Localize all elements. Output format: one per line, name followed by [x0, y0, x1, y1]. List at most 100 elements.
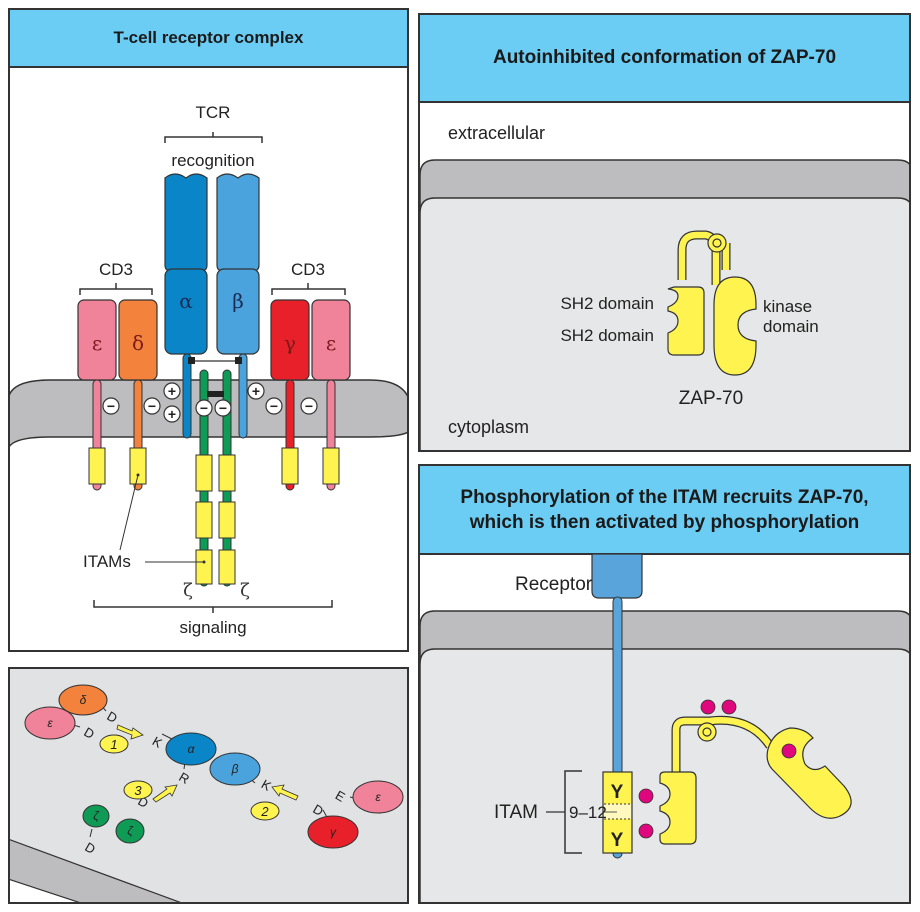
epsilon-right-symbol: ε [326, 331, 336, 355]
residue-e: E [333, 787, 348, 804]
tcr-complex-title: T-cell receptor complex [10, 10, 407, 68]
delta-symbol: δ [132, 331, 144, 355]
zeta-node [82, 804, 110, 828]
delta-node-symbol: δ [80, 693, 87, 707]
itams-label: ITAMs [83, 552, 131, 571]
itam [322, 447, 340, 485]
phosphate-icon [781, 743, 797, 759]
beta-node [209, 752, 261, 786]
beta-tm [238, 353, 248, 439]
itam [218, 549, 236, 585]
beta-constant-domain [216, 268, 260, 355]
sh2-domain-label-2: SH2 domain [560, 326, 654, 345]
membrane-interaction-panel: δ ε α β ε γ ζ ζ D D K R K E D D D [8, 667, 409, 904]
residue-d: D [310, 801, 326, 819]
sh2-domains [667, 286, 705, 356]
tcr-bracket [164, 132, 263, 143]
alpha-symbol: α [179, 289, 193, 313]
gamma-node [307, 815, 359, 849]
cd3-left-bracket [79, 283, 153, 295]
alpha-node-symbol: α [188, 742, 196, 756]
kinase-domain [713, 276, 757, 376]
zap70-label: ZAP-70 [679, 388, 743, 409]
epsilon-left-node [24, 706, 76, 740]
cd3-left-label: CD3 [99, 260, 133, 279]
itam [281, 447, 299, 485]
itam [195, 454, 213, 492]
charges [102, 382, 318, 423]
residue-k: K [150, 733, 165, 750]
minus-charge: − [219, 400, 227, 416]
signaling-label: signaling [179, 618, 246, 637]
plus-charge: + [252, 383, 260, 399]
beta-node-symbol: β [231, 762, 239, 776]
step-3-badge [123, 780, 153, 800]
step-1-label: 1 [110, 737, 117, 752]
tcr-complex-diagram: TCR recognition CD3 CD3 α β [10, 103, 407, 637]
zeta-right-label: ζ [240, 580, 250, 601]
delta-node [58, 684, 108, 716]
minus-charge: − [305, 398, 313, 414]
step-2-badge [250, 801, 280, 821]
kinase-label-1: kinase [763, 297, 812, 316]
step-2-label: 2 [260, 804, 269, 819]
minus-charge: − [200, 400, 208, 416]
gamma-node-symbol: γ [330, 825, 337, 839]
phosphate-icon [700, 699, 716, 715]
zeta-node [115, 818, 145, 844]
cd3-right-bracket [271, 283, 346, 295]
phosphate-icon [638, 823, 654, 839]
residue-d: D [81, 724, 97, 742]
minus-charge: − [148, 398, 156, 414]
beta-symbol: β [232, 289, 244, 313]
epsilon-left-symbol: ε [92, 331, 102, 355]
itam-label: ITAM [494, 802, 538, 823]
tyrosine-1: Y [611, 782, 624, 803]
phosphate-icon [638, 788, 654, 804]
interaction-diagram: δ ε α β ε γ ζ ζ D D K R K E D D D [10, 684, 404, 902]
residue-d: D [104, 708, 120, 726]
itam [195, 549, 213, 585]
itam [218, 501, 236, 539]
alpha-node [165, 732, 217, 766]
tcr-complex-panel: T-cell receptor complex TCR recognition … [8, 8, 409, 652]
tcr-label: TCR [196, 103, 231, 122]
receptor-label: Receptor [515, 574, 593, 595]
kinase-label-2: domain [763, 317, 819, 336]
phosphorylation-title-line1: Phosphorylation of the ITAM recruits ZAP… [460, 486, 869, 508]
residue-r: R [176, 769, 192, 787]
signaling-bracket [93, 600, 333, 613]
phosphorylation-panel: Phosphorylation of the ITAM recruits ZAP… [418, 464, 911, 904]
epsilon-right-node-symbol: ε [375, 790, 381, 804]
sh2-domains-bound [659, 771, 697, 845]
residue-k: K [259, 776, 274, 793]
cytoplasm-label: cytoplasm [448, 417, 529, 437]
autoinhibited-diagram: extracellular cytoplasm SH2 domain SH2 d… [420, 123, 909, 450]
receptor-extracellular [591, 553, 643, 599]
zeta-node-symbol: ζ [93, 809, 100, 823]
membrane [10, 379, 407, 448]
step-3-label: 3 [134, 783, 142, 798]
arrow-icon [116, 724, 144, 740]
phosphate-icon [721, 699, 737, 715]
phosphorylation-title: Phosphorylation of the ITAM recruits ZAP… [420, 466, 909, 555]
extracellular-label: extracellular [448, 123, 545, 143]
itam [218, 454, 236, 492]
arrow-icon [271, 784, 299, 801]
zap70-autoinhibited [667, 230, 757, 376]
plus-charge: + [168, 406, 176, 422]
plus-charge: + [168, 383, 176, 399]
zeta-left-label: ζ [183, 580, 193, 601]
itam [129, 447, 147, 485]
zeta-node-symbol: ζ [127, 824, 134, 838]
spacing-label: 9–12 [569, 803, 607, 822]
phosphorylation-diagram: Receptor Y Y ITAM 9–12 [420, 553, 909, 902]
cytoplasm [420, 197, 909, 450]
tyrosine-2: Y [611, 830, 624, 851]
residue-d: D [82, 839, 98, 857]
alpha-variable-domain [164, 173, 208, 272]
epsilon-right-node [352, 780, 404, 814]
arrow-icon [152, 784, 178, 803]
minus-charge: − [270, 398, 278, 414]
minus-charge: − [107, 398, 115, 414]
